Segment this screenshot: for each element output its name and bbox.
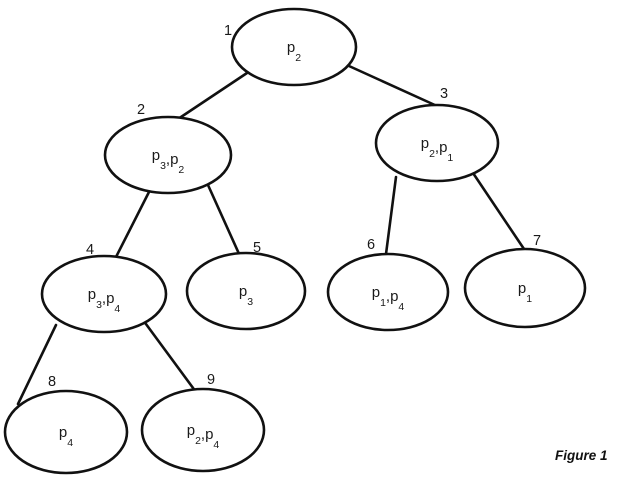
node-label-4: p3,p4: [88, 286, 121, 315]
node-ellipse-8[interactable]: [3, 389, 129, 475]
node-label-9: p2,p4: [187, 422, 220, 451]
node-number-5: 5: [253, 240, 261, 256]
node-label-2: p3,p2: [152, 147, 185, 176]
node-ellipse-2[interactable]: [103, 115, 233, 195]
tree-edge-2-4: [114, 188, 152, 259]
node-number-7: 7: [533, 233, 541, 249]
node-ellipse-4[interactable]: [40, 254, 168, 334]
tree-edge-4-9: [141, 318, 198, 394]
node-number-6: 6: [367, 237, 375, 253]
node-label-1: p2: [287, 39, 301, 64]
figure-caption: Figure 1: [555, 448, 608, 463]
node-ellipse-1[interactable]: [230, 7, 358, 87]
node-ellipse-5[interactable]: [185, 251, 307, 331]
edge-group: [16, 64, 526, 406]
node-number-1: 1: [224, 23, 232, 39]
tree-node-4[interactable]: p3,p4 4: [40, 242, 168, 334]
node-ellipse-7[interactable]: [463, 247, 587, 329]
tree-edge-4-8: [16, 323, 58, 406]
node-label-6: p1,p4: [372, 284, 405, 313]
node-ellipse-9[interactable]: [140, 387, 266, 473]
tree-node-1[interactable]: p2 1: [224, 7, 358, 87]
tree-node-5[interactable]: p3 5: [185, 240, 307, 331]
node-number-4: 4: [86, 242, 94, 258]
node-number-3: 3: [440, 86, 448, 102]
node-ellipse-3[interactable]: [374, 103, 500, 183]
node-number-9: 9: [207, 372, 215, 388]
tree-edge-3-7: [471, 171, 526, 251]
tree-node-8[interactable]: p4 8: [3, 374, 129, 475]
node-label-3: p2,p1: [421, 135, 454, 164]
tree-edge-2-5: [206, 183, 242, 258]
node-label-5: p3: [239, 283, 253, 308]
tree-node-3[interactable]: p2,p1 3: [374, 86, 500, 183]
tree-edge-1-3: [347, 64, 439, 108]
tree-node-9[interactable]: p2,p4 9: [140, 372, 266, 473]
node-number-2: 2: [137, 102, 145, 118]
node-number-8: 8: [48, 374, 56, 390]
tree-node-6[interactable]: p1,p4 6: [326, 237, 450, 332]
tree-edge-1-2: [176, 71, 249, 121]
tree-edge-3-6: [384, 175, 398, 256]
node-group: p2 1 p3,p2 2 p2,p1 3 p3,p4 4 p3 5 p1,p4 6 p1 7 p4 8 p2,p…: [3, 7, 587, 475]
node-ellipse-6[interactable]: [326, 252, 450, 332]
node-label-8: p4: [59, 424, 73, 449]
node-label-7: p1: [518, 280, 532, 305]
tree-node-7[interactable]: p1 7: [463, 233, 587, 329]
tree-node-2[interactable]: p3,p2 2: [103, 102, 233, 195]
